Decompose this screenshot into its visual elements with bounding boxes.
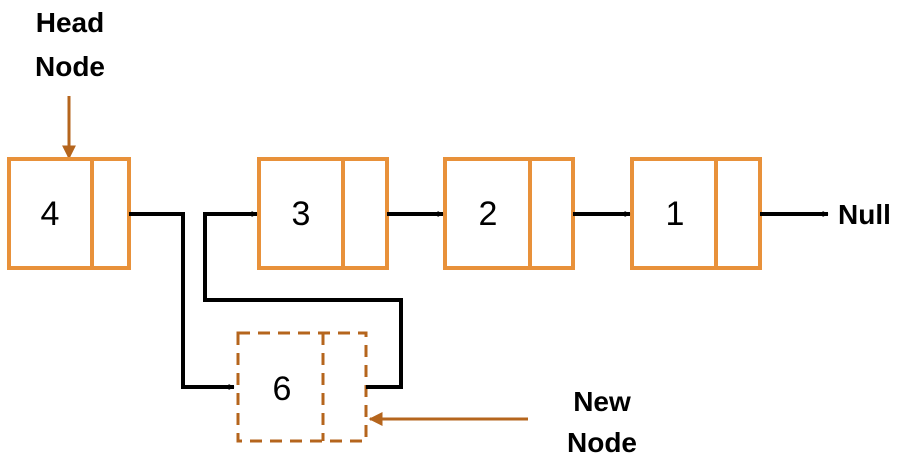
new-node-value: 6	[273, 370, 292, 408]
link-arrow-new-node-to-3	[203, 211, 403, 389]
new-node-6: 6	[236, 331, 368, 443]
link-arrow-4-to-new-node	[129, 212, 235, 390]
node-2-box	[443, 157, 575, 270]
node-2-value: 2	[479, 195, 498, 233]
node-4-value: 4	[41, 195, 60, 233]
head-node-label-line2: Node	[35, 51, 105, 82]
node-1-value: 1	[666, 195, 685, 233]
node-3-box	[257, 157, 389, 270]
head-node-label-line1: Head	[36, 7, 104, 38]
node-1-box	[630, 157, 762, 270]
null-label: Null	[838, 199, 891, 230]
new-node-box	[236, 331, 368, 443]
list-node-1: 1	[630, 157, 762, 270]
new-node-label-line1: New	[573, 386, 631, 417]
list-node-3: 3	[257, 157, 389, 270]
node-3-value: 3	[292, 195, 311, 233]
list-node-4: 4	[7, 157, 131, 270]
node-4-box	[7, 157, 131, 270]
list-node-2: 2	[443, 157, 575, 270]
new-node-label-line2: Node	[567, 427, 637, 458]
